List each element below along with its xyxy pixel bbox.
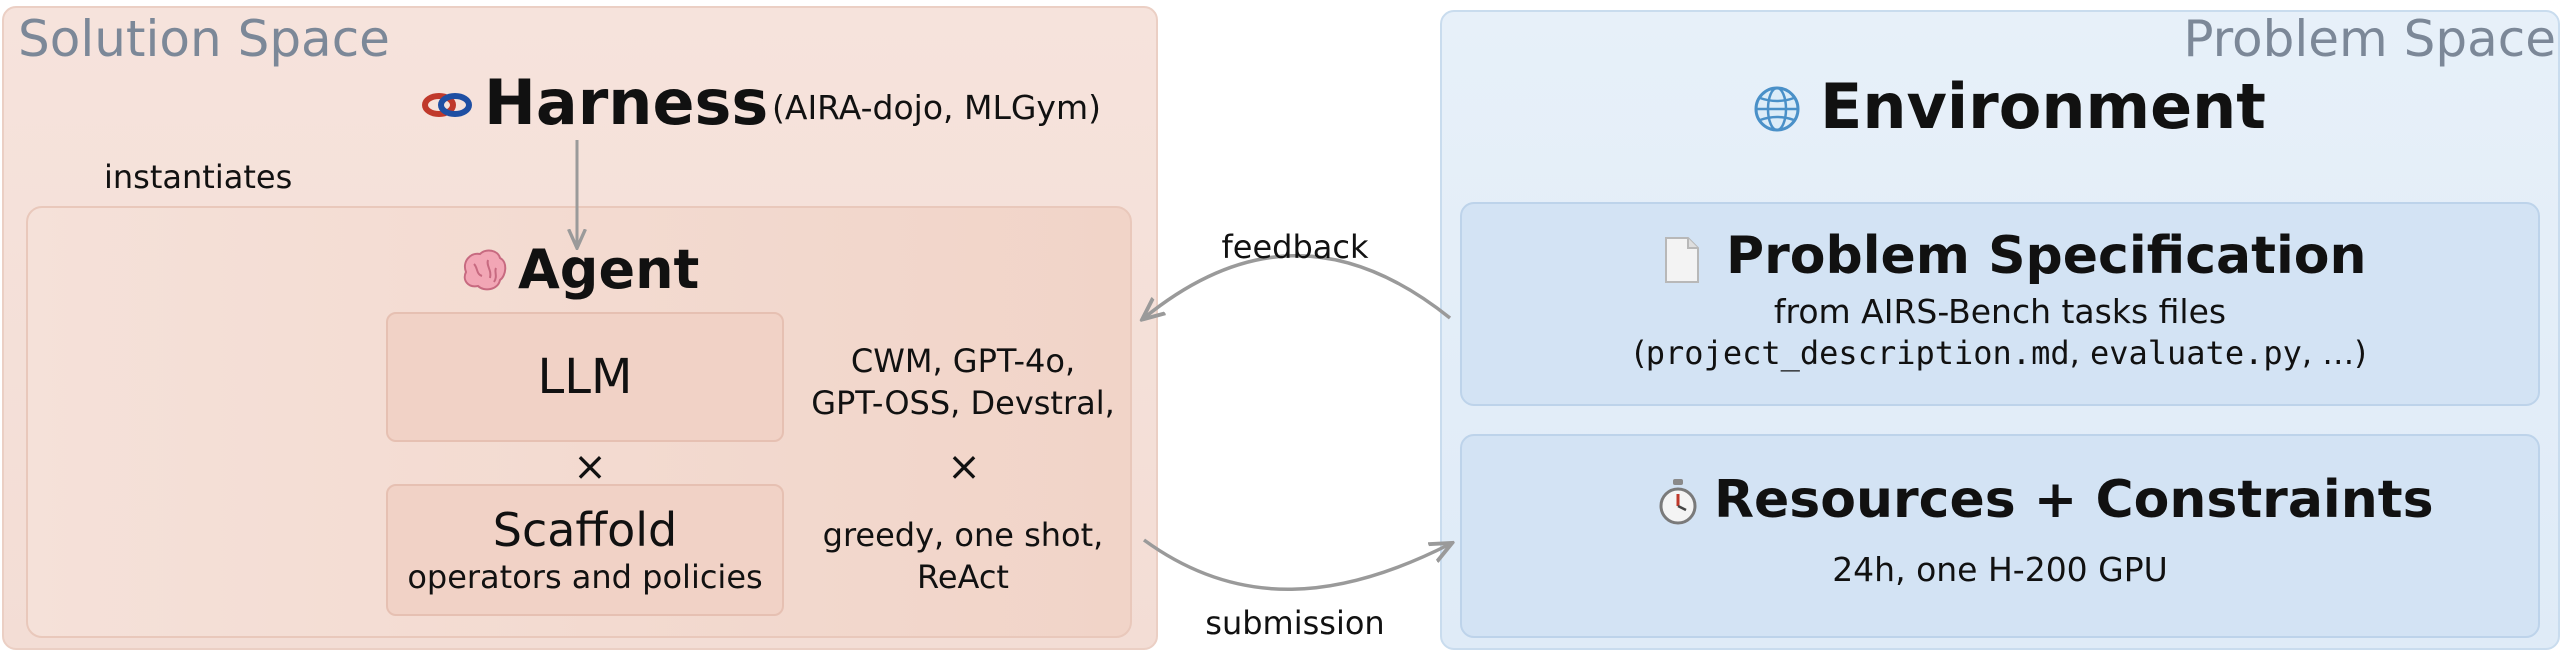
feedback-label: feedback	[1221, 228, 1369, 266]
times-sign: ×	[947, 444, 981, 490]
document-icon	[1660, 236, 1704, 284]
submission-label: submission	[1205, 604, 1385, 642]
llm-examples-line: CWM, GPT-4o,	[850, 342, 1076, 380]
knot-icon	[422, 80, 472, 130]
feedback-arrow	[1144, 254, 1452, 318]
evaluate-file: evaluate.py	[2089, 334, 2302, 372]
problem-spec-files: (project_description.md, evaluate.py, …)	[1460, 334, 2540, 372]
llm-label: LLM	[537, 349, 633, 405]
solution-space-title: Solution Space	[18, 10, 390, 68]
llm-box: LLM	[386, 312, 784, 442]
brain-icon	[460, 248, 508, 294]
problem-spec-box	[1460, 202, 2540, 406]
problem-spec-title: Problem Specification	[1726, 226, 2367, 286]
resources-box	[1460, 434, 2540, 638]
problem-space-title: Problem Space	[2183, 10, 2556, 68]
scaffold-label: Scaffold	[492, 503, 678, 557]
scaffold-examples-line: ReAct	[917, 558, 1009, 596]
harness-title: Harness	[484, 66, 769, 139]
project-description-file: project_description.md	[1645, 334, 2070, 372]
open-paren: (	[1633, 334, 1646, 372]
separator: ,	[2069, 334, 2090, 372]
instantiates-label: instantiates	[104, 158, 293, 196]
resources-title: Resources + Constraints	[1714, 470, 2434, 530]
environment-title: Environment	[1820, 70, 2266, 143]
scaffold-box: Scaffold operators and policies	[386, 484, 784, 616]
globe-icon	[1752, 84, 1802, 134]
scaffold-examples: greedy, one shot, ReAct	[786, 514, 1140, 598]
llm-examples-line: GPT-OSS, Devstral,	[811, 384, 1115, 422]
llm-examples: CWM, GPT-4o, GPT-OSS, Devstral,	[786, 340, 1140, 424]
problem-spec-line1: from AIRS-Bench tasks files	[1773, 292, 2227, 331]
agent-title: Agent	[518, 238, 700, 301]
stopwatch-icon	[1656, 478, 1700, 526]
files-rest: , …)	[2301, 334, 2367, 372]
harness-examples: (AIRA-dojo, MLGym)	[772, 88, 1101, 127]
times-sign: ×	[573, 444, 607, 490]
scaffold-sublabel: operators and policies	[407, 558, 763, 596]
submission-arrow	[1142, 538, 1450, 591]
resources-detail: 24h, one H-200 GPU	[1832, 550, 2168, 589]
scaffold-examples-line: greedy, one shot,	[822, 516, 1104, 554]
